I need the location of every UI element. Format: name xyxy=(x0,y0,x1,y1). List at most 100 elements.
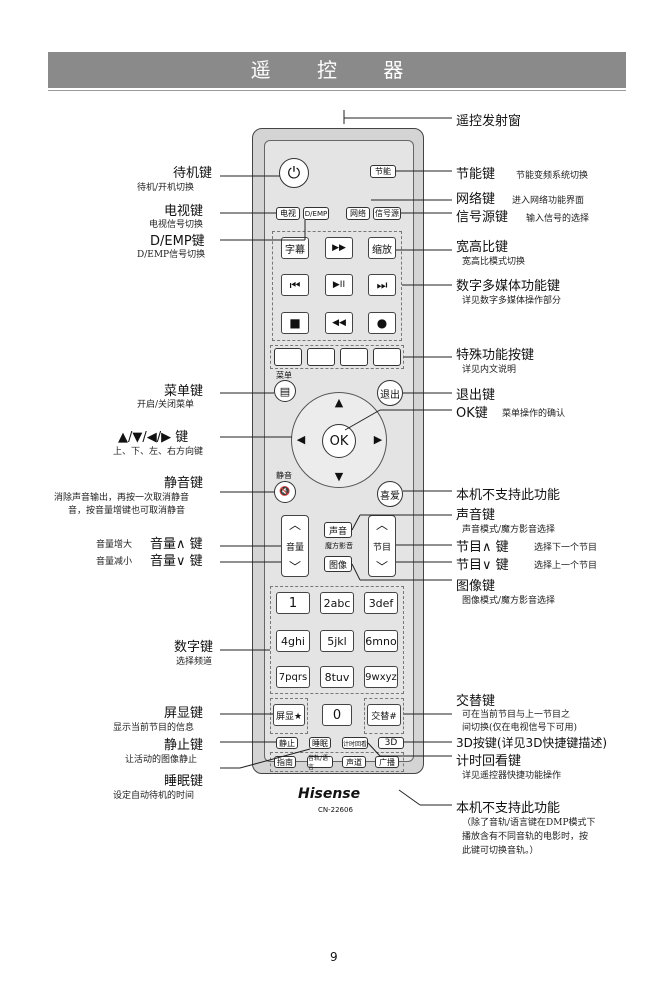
num-8-button[interactable]: 8tuv xyxy=(320,666,354,688)
zoom-button[interactable]: 缩放 xyxy=(368,237,396,259)
label-tv: 电视键 xyxy=(164,204,204,219)
bottom-key-group xyxy=(270,752,404,772)
label-note-3: 此键可切换音轨。） xyxy=(462,846,539,856)
record-button[interactable]: ● xyxy=(368,312,396,334)
rewind-button[interactable]: ◀◀ xyxy=(325,312,353,334)
num-7-button[interactable]: 7pqrs xyxy=(276,666,310,688)
label-special-sub: 详见内文说明 xyxy=(462,365,517,375)
play-pause-button[interactable]: ▶II xyxy=(325,274,353,296)
menu-button[interactable]: ▤ xyxy=(274,380,296,402)
num-2-button[interactable]: 2abc xyxy=(320,592,354,614)
label-demp: D/EMP键 xyxy=(150,234,205,249)
ok-button[interactable]: OK xyxy=(322,424,356,458)
audio-language-button[interactable]: 音轨/语言 xyxy=(307,755,333,771)
display-group xyxy=(270,698,308,734)
label-mute-sub-1: 消除声音输出，再按一次取消静音 xyxy=(54,493,190,503)
label-source-sub: 输入信号的选择 xyxy=(526,214,590,224)
num-0-button[interactable]: 0 xyxy=(322,704,352,726)
label-unsupported-audio: 本机不支持此功能 xyxy=(456,801,561,816)
program-up-icon: ︿ xyxy=(375,518,388,532)
label-sleep: 睡眠键 xyxy=(164,774,204,789)
special-key-3[interactable] xyxy=(340,348,368,366)
special-key-group xyxy=(270,345,404,369)
threed-button[interactable]: 3D xyxy=(378,737,404,749)
label-source: 信号源键 xyxy=(456,210,509,225)
page-number: 9 xyxy=(330,950,338,964)
label-menu: 菜单键 xyxy=(164,384,204,399)
dpad-up-button[interactable]: ▲ xyxy=(334,396,344,409)
special-key-4[interactable] xyxy=(373,348,401,366)
program-down-icon: ﹀ xyxy=(375,560,388,574)
special-key-1[interactable] xyxy=(274,348,302,366)
label-display-sub: 显示当前节目的信息 xyxy=(113,723,195,733)
label-sound-sub: 声音模式/魔方影音选择 xyxy=(462,525,556,535)
dpad-down-button[interactable]: ▼ xyxy=(334,470,344,483)
label-ok-sub: 菜单操作的确认 xyxy=(502,409,566,419)
label-mute-sub-2: 音，按音量增键也可取消静音 xyxy=(68,506,186,516)
label-arrows-sub: 上、下、左、右方向键 xyxy=(113,447,204,457)
label-progdown: 节目∨ 键 xyxy=(456,558,509,573)
label-note-1: （除了音轨/语言键在DMP模式下 xyxy=(462,818,596,828)
label-network: 网络键 xyxy=(456,192,496,207)
tv-button[interactable]: 电视 xyxy=(276,207,300,220)
dpad-left-button[interactable]: ◀ xyxy=(296,433,306,446)
source-button[interactable]: 信号源 xyxy=(373,207,401,220)
num-9-button[interactable]: 9wxyz xyxy=(364,666,398,688)
num-1-button[interactable]: 1 xyxy=(276,592,310,614)
channel-button[interactable]: 声道 xyxy=(342,756,366,768)
label-voldown-pre: 音量减小 xyxy=(96,557,133,567)
display-button[interactable]: 屏显★ xyxy=(273,704,305,726)
label-aspect: 宽高比键 xyxy=(456,240,509,255)
label-swap-sub-1: 可在当前节目与上一节目之 xyxy=(462,710,571,720)
label-sleep-sub: 设定自动待机的时间 xyxy=(113,791,195,801)
label-note-2: 播放含有不同音轨的电影时，按 xyxy=(462,832,589,842)
picture-button[interactable]: 图像 xyxy=(324,556,352,572)
swap-button[interactable]: 交替# xyxy=(367,704,401,726)
label-network-sub: 进入网络功能界面 xyxy=(512,196,585,206)
guide-button[interactable]: 指南 xyxy=(274,756,296,768)
num-4-button[interactable]: 4ghi xyxy=(276,630,310,652)
num-5-button[interactable]: 5jkl xyxy=(320,630,354,652)
demp-button[interactable]: D/EMP xyxy=(303,207,329,220)
swap-group xyxy=(364,698,404,734)
timeshift-button[interactable]: 计时回看 xyxy=(342,737,368,749)
fast-forward-button[interactable]: ▶▶ xyxy=(325,237,353,259)
label-threed: 3D按键(详见3D快捷键描述) xyxy=(456,736,608,750)
volume-label: 音量 xyxy=(285,543,304,553)
label-eco: 节能键 xyxy=(456,167,496,182)
label-ok: OK键 xyxy=(456,406,488,421)
eco-button[interactable]: 节能 xyxy=(370,165,396,178)
program-rocker[interactable] xyxy=(368,515,396,577)
label-volup: 音量∧ 键 xyxy=(150,537,203,552)
next-button[interactable]: ⏭ xyxy=(368,274,396,296)
freeze-button[interactable]: 静止 xyxy=(276,737,298,749)
label-mute: 静音键 xyxy=(164,476,204,491)
label-standby-sub: 待机/开机切换 xyxy=(137,183,195,193)
label-media: 数字多媒体功能键 xyxy=(456,279,561,294)
special-key-2[interactable] xyxy=(307,348,335,366)
exit-button[interactable]: 退出 xyxy=(377,380,403,406)
volume-rocker[interactable] xyxy=(281,515,309,577)
label-aspect-sub: 宽高比模式切换 xyxy=(462,257,526,267)
label-demp-sub: D/EMP信号切换 xyxy=(137,250,206,260)
num-3-button[interactable]: 3def xyxy=(364,592,398,614)
label-exit: 退出键 xyxy=(456,388,496,403)
menu-icon: ▤ xyxy=(279,384,291,398)
label-timer-sub: 详见遥控器快捷功能操作 xyxy=(462,771,562,781)
sound-button[interactable]: 声音 xyxy=(324,522,352,538)
network-button[interactable]: 网络 xyxy=(346,207,370,220)
label-sound: 声音键 xyxy=(456,508,496,523)
subtitle-button[interactable]: 字幕 xyxy=(281,237,309,259)
favorite-button[interactable]: 喜爱 xyxy=(377,481,403,507)
sleep-button[interactable]: 睡眠 xyxy=(309,737,331,749)
num-6-button[interactable]: 6mno xyxy=(364,630,398,652)
dpad-right-button[interactable]: ▶ xyxy=(373,433,383,446)
mute-button[interactable]: 🔇 xyxy=(274,481,296,503)
label-ir-window: 遥控发射窗 xyxy=(456,114,522,129)
stop-button[interactable]: ■ xyxy=(281,312,309,334)
label-volup-pre: 音量增大 xyxy=(96,540,133,550)
power-button[interactable]: ⏻ xyxy=(279,158,309,188)
header-bar xyxy=(48,52,626,88)
previous-button[interactable]: ⏮ xyxy=(281,274,309,296)
